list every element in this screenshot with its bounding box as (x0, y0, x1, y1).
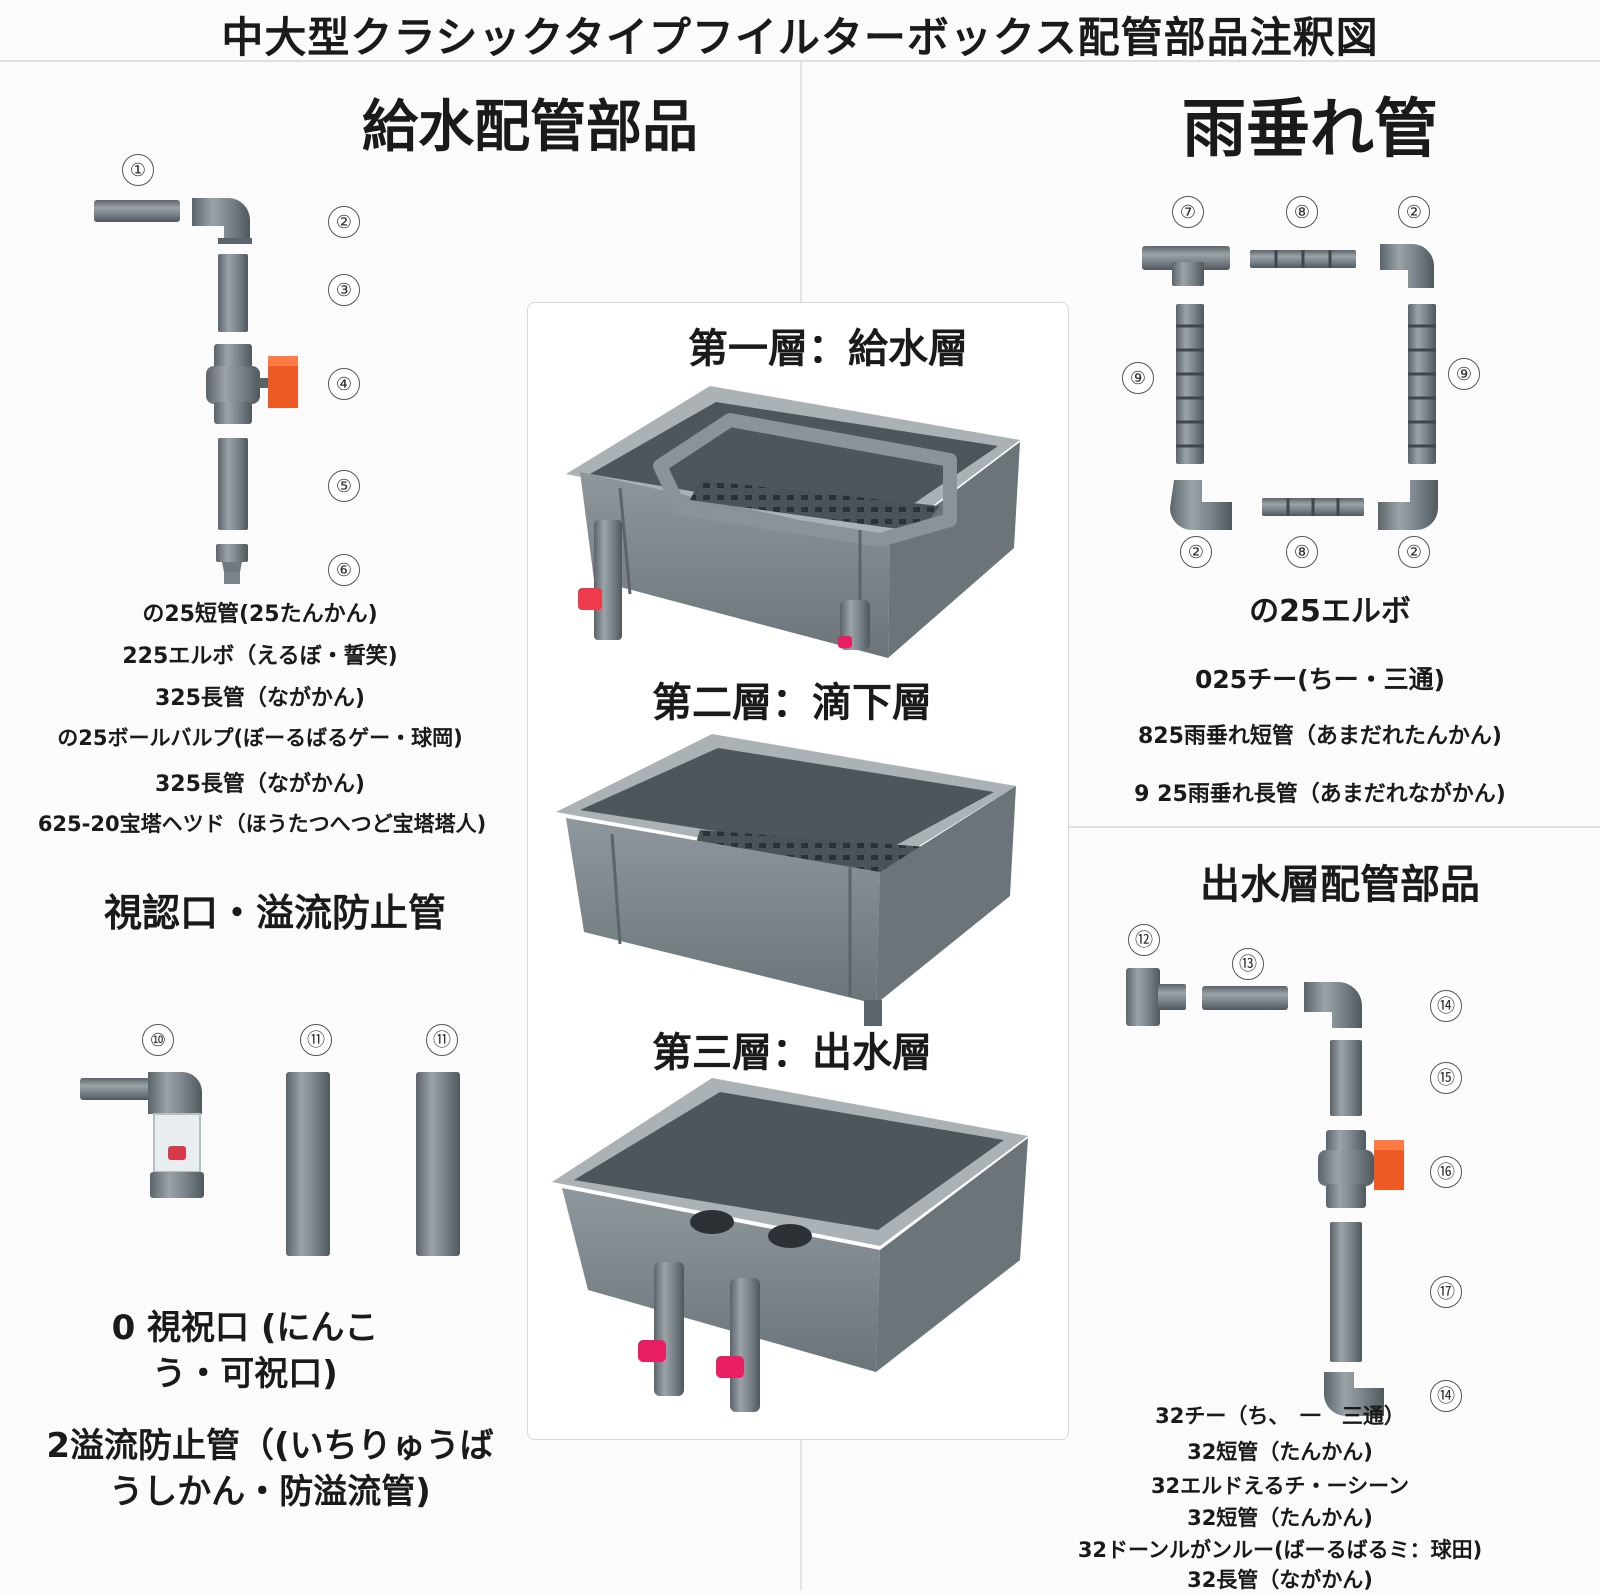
water-supply-label-3: 325長管（ながかん) (155, 686, 365, 711)
water-supply-label-5: 325長管（ながかん) (155, 772, 365, 797)
column-divider-bottom (800, 1440, 802, 1590)
water-supply-label-2: 225エルボ（えるぼ・誓笑) (122, 644, 398, 669)
column-divider-top (800, 62, 802, 302)
outlet-label-2: 32短管（たんかん) (1187, 1440, 1373, 1464)
part-number-10: ⑩ (142, 1024, 174, 1056)
outlet-title: 出水層配管部品 (1200, 862, 1480, 908)
overflow-label-1: 0 視祝口 (にんこう・可祝口) (111, 1308, 379, 1394)
part-number-11b: ⑪ (426, 1024, 458, 1056)
part-number-5: ⑤ (328, 470, 360, 502)
part-number-16: ⑯ (1430, 1156, 1462, 1188)
overflow-label-2: 2溢流防止管（(いちりゅうばうしかん・防溢流管) (46, 1426, 494, 1512)
part-number-14-top: ⑭ (1430, 990, 1462, 1022)
outlet-parts-illustration (1126, 968, 1404, 1416)
overflow-title: 視認口・溢流防止管 (103, 891, 446, 935)
layer-1-title: 第一層：給水層 (688, 326, 968, 372)
page-title: 中大型クラシックタイプフイルターボックス配管部品注釈図 (221, 13, 1379, 62)
part-number-4: ④ (328, 368, 360, 400)
part-number-6: ⑥ (328, 554, 360, 586)
part-number-8-top: ⑧ (1286, 196, 1318, 228)
outlet-label-3: 32エルドえるチ・ーシーン (1150, 1474, 1410, 1498)
overflow-parts-illustration (80, 1072, 460, 1256)
part-number-12: ⑫ (1128, 924, 1160, 956)
part-number-11a: ⑪ (300, 1024, 332, 1056)
outlet-label-6: 32長管（ながかん) (1187, 1568, 1373, 1592)
part-number-17: ⑰ (1430, 1276, 1462, 1308)
part-number-9-right: ⑨ (1448, 358, 1480, 390)
outlet-label-5: 32ドーンルがンルー(ばーるばるミ：球田) (1077, 1538, 1483, 1562)
part-number-3: ③ (328, 274, 360, 306)
part-number-2-bottom-right: ② (1398, 536, 1430, 568)
part-number-2-top: ② (1398, 196, 1430, 228)
right-section-divider (1068, 826, 1600, 828)
layer-3-title: 第三層：出水層 (652, 1030, 932, 1076)
part-number-9-left: ⑨ (1122, 362, 1154, 394)
part-number-13: ⑬ (1232, 948, 1264, 980)
rain-pipe-title: 雨垂れ管 (1182, 93, 1438, 167)
title-divider (0, 60, 1600, 62)
layer-boxes-illustration (552, 386, 1028, 1412)
rain-pipe-label-4: 9 25雨垂れ長管（あまだれながかん) (1134, 782, 1506, 807)
rain-pipe-label-1: の25エルボ (1249, 594, 1411, 629)
part-number-8-bottom: ⑧ (1286, 536, 1318, 568)
layer-2-title: 第二層：滴下層 (652, 680, 932, 726)
water-supply-parts-illustration (94, 198, 298, 584)
outlet-label-4: 32短管（たんかん) (1187, 1506, 1373, 1530)
rain-pipe-parts-illustration (1142, 244, 1438, 530)
water-supply-label-4: の25ボールバルプ(ぼーるばるゲー・球岡) (57, 726, 463, 750)
part-number-2: ② (328, 206, 360, 238)
part-number-15: ⑮ (1430, 1062, 1462, 1094)
part-number-14-bottom: ⑭ (1430, 1380, 1462, 1412)
rain-pipe-label-2: 025チー(ちー・三通) (1194, 665, 1446, 694)
outlet-label-1: 32チー（ち、 一 三通） (1155, 1404, 1405, 1428)
water-supply-title: 給水配管部品 (362, 95, 698, 160)
part-number-2-bottom-left: ② (1180, 536, 1212, 568)
water-supply-label-1: の25短管(25たんかん) (142, 602, 378, 627)
part-number-7: ⑦ (1172, 196, 1204, 228)
rain-pipe-label-3: 825雨垂れ短管（あまだれたんかん) (1138, 724, 1502, 749)
water-supply-label-6: 625-20宝塔ヘツド（ほうたつへつど宝塔塔人) (37, 812, 487, 836)
part-number-1: ① (122, 154, 154, 186)
